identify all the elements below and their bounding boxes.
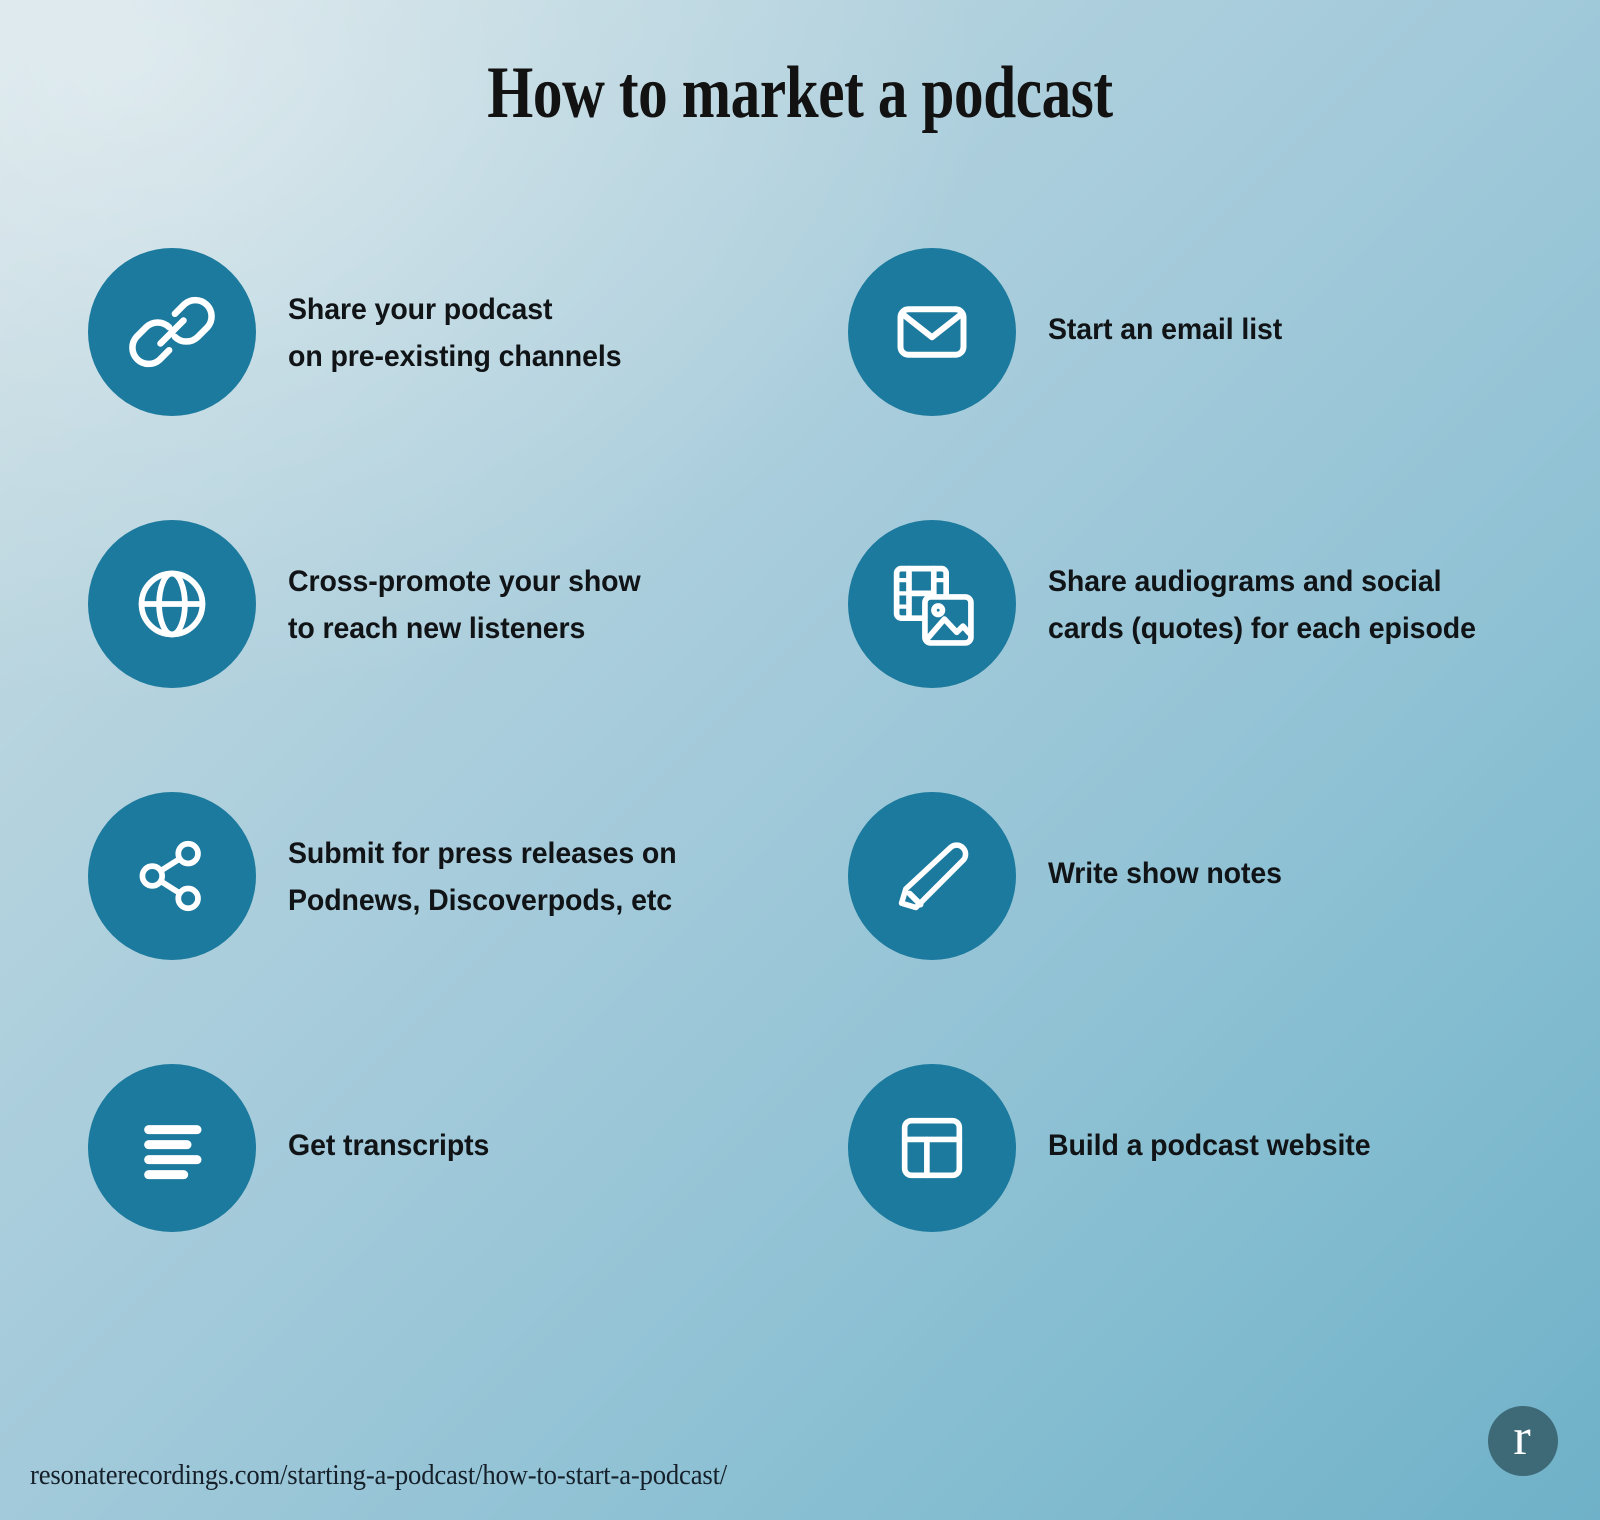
share-nodes-icon	[88, 792, 256, 960]
tip-item-show-notes: Write show notes	[848, 792, 1600, 1064]
brand-logo: r	[1488, 1406, 1558, 1476]
tip-item-audiograms: Share audiograms and social cards (quote…	[848, 520, 1600, 792]
tip-label: Build a podcast website	[1048, 1064, 1371, 1169]
tip-label-line2: on pre-existing channels	[288, 340, 622, 374]
tip-label-line1: Start an email list	[1048, 313, 1283, 346]
tip-label-line1: Cross-promote your show	[288, 565, 641, 598]
tip-label: Start an email list	[1048, 248, 1282, 353]
media-cards-icon	[848, 520, 1016, 688]
tip-item-share-podcast: Share your podcast on pre-existing chann…	[88, 248, 848, 520]
tip-label-line1: Get transcripts	[288, 1129, 490, 1162]
tip-item-podcast-website: Build a podcast website	[848, 1064, 1600, 1314]
tip-label-line1: Build a podcast website	[1048, 1129, 1371, 1162]
layout-icon	[848, 1064, 1016, 1232]
tip-label-line1: Write show notes	[1048, 857, 1282, 890]
brand-logo-letter: r	[1513, 1409, 1531, 1466]
envelope-icon	[848, 248, 1016, 416]
tip-label: Submit for press releases on Podnews, Di…	[288, 792, 677, 925]
source-url: resonaterecordings.com/starting-a-podcas…	[30, 1459, 728, 1491]
tip-item-cross-promote: Cross-promote your show to reach new lis…	[88, 520, 848, 792]
tip-label-line1: Share your podcast	[288, 293, 553, 326]
tip-item-transcripts: Get transcripts	[88, 1064, 848, 1314]
tip-label-line1: Submit for press releases on	[288, 837, 677, 870]
globe-icon	[88, 520, 256, 688]
tip-label-line1: Share audiograms and social	[1048, 565, 1442, 598]
page-title: How to market a podcast	[487, 52, 1113, 134]
tips-grid: Share your podcast on pre-existing chann…	[0, 248, 1600, 1314]
tip-label: Share audiograms and social cards (quote…	[1048, 520, 1476, 653]
link-icon	[88, 248, 256, 416]
tip-label-line2: Podnews, Discoverpods, etc	[288, 884, 672, 918]
tip-label: Cross-promote your show to reach new lis…	[288, 520, 641, 653]
tip-label-line2: to reach new listeners	[288, 612, 586, 646]
transcript-lines-icon	[88, 1064, 256, 1232]
tip-item-email-list: Start an email list	[848, 248, 1600, 520]
tip-label: Write show notes	[1048, 792, 1282, 897]
tip-label: Get transcripts	[288, 1064, 489, 1169]
tip-label: Share your podcast on pre-existing chann…	[288, 248, 622, 381]
tip-item-press-releases: Submit for press releases on Podnews, Di…	[88, 792, 848, 1064]
tip-label-line2: cards (quotes) for each episode	[1048, 612, 1476, 646]
pencil-icon	[848, 792, 1016, 960]
